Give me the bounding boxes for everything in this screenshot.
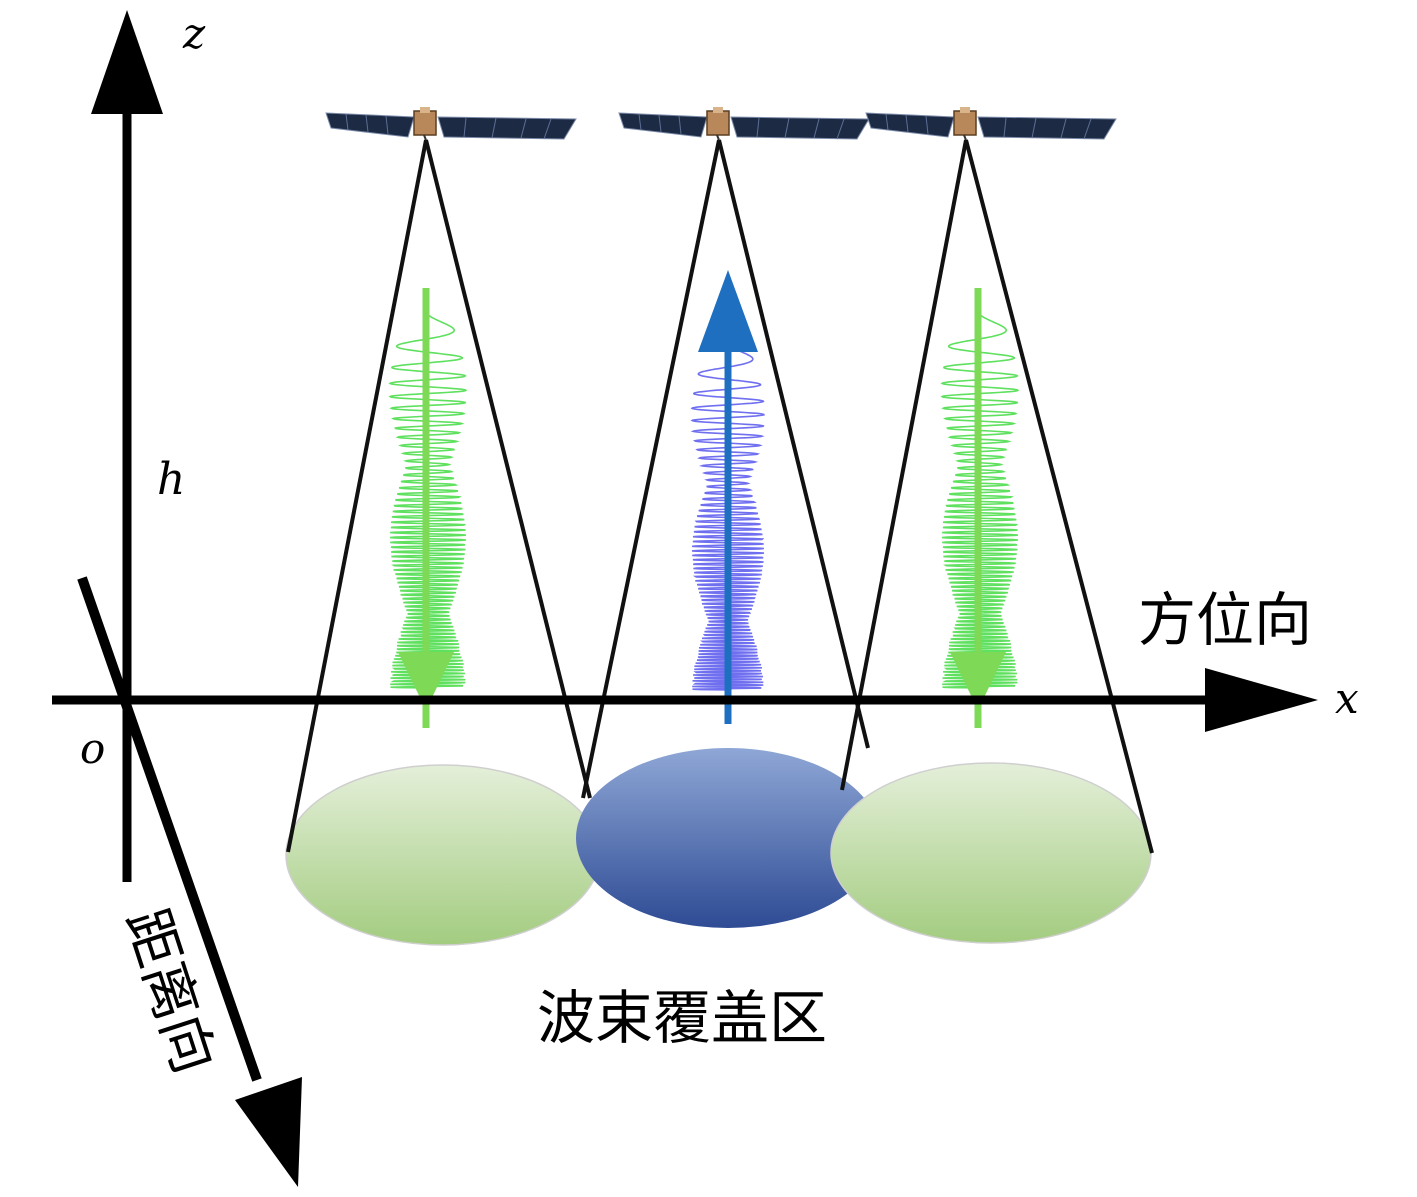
satellite-right-icon bbox=[865, 107, 1117, 141]
beam-cones bbox=[286, 139, 1154, 854]
satellite-center-icon bbox=[618, 107, 870, 141]
transmit-arrow-right bbox=[950, 288, 1006, 728]
range-axis bbox=[77, 576, 302, 1187]
x-axis bbox=[52, 668, 1318, 732]
z-axis bbox=[91, 10, 163, 882]
transmit-arrow-left bbox=[398, 288, 454, 728]
azimuth-label: 方位向 bbox=[1138, 586, 1312, 654]
height-label: h bbox=[157, 454, 185, 505]
receive-arrow-center bbox=[698, 270, 758, 724]
footprint-label: 波束覆盖区 bbox=[537, 984, 827, 1052]
z-axis-label: z bbox=[182, 9, 206, 58]
footprint-center bbox=[576, 748, 880, 928]
satellite-left-icon bbox=[325, 107, 577, 141]
footprint-right bbox=[830, 762, 1152, 944]
origin-label: o bbox=[80, 724, 105, 773]
footprint-left bbox=[285, 764, 601, 946]
x-axis-label: x bbox=[1335, 674, 1359, 723]
